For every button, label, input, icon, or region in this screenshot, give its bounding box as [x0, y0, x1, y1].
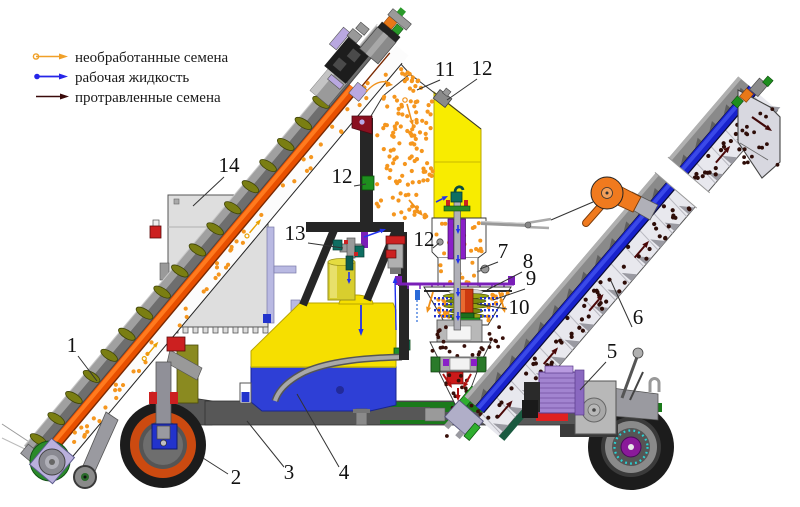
svg-text:12: 12	[472, 56, 493, 80]
svg-text:2: 2	[231, 465, 242, 489]
svg-text:11: 11	[435, 57, 455, 81]
svg-text:7: 7	[498, 239, 509, 263]
svg-text:14: 14	[219, 153, 241, 177]
svg-text:протравленные семена: протравленные семена	[75, 90, 221, 106]
svg-text:1: 1	[67, 333, 78, 357]
svg-text:5: 5	[607, 339, 618, 363]
svg-text:12: 12	[414, 227, 435, 251]
svg-text:13: 13	[285, 221, 306, 245]
svg-text:3: 3	[284, 460, 295, 484]
svg-text:рабочая жидкость: рабочая жидкость	[75, 70, 189, 86]
svg-text:12: 12	[332, 164, 353, 188]
svg-text:необработанные семена: необработанные семена	[75, 50, 229, 66]
svg-text:10: 10	[509, 295, 530, 319]
svg-text:4: 4	[339, 460, 350, 484]
svg-text:8: 8	[523, 249, 534, 273]
svg-text:6: 6	[633, 305, 644, 329]
svg-text:9: 9	[526, 266, 537, 290]
